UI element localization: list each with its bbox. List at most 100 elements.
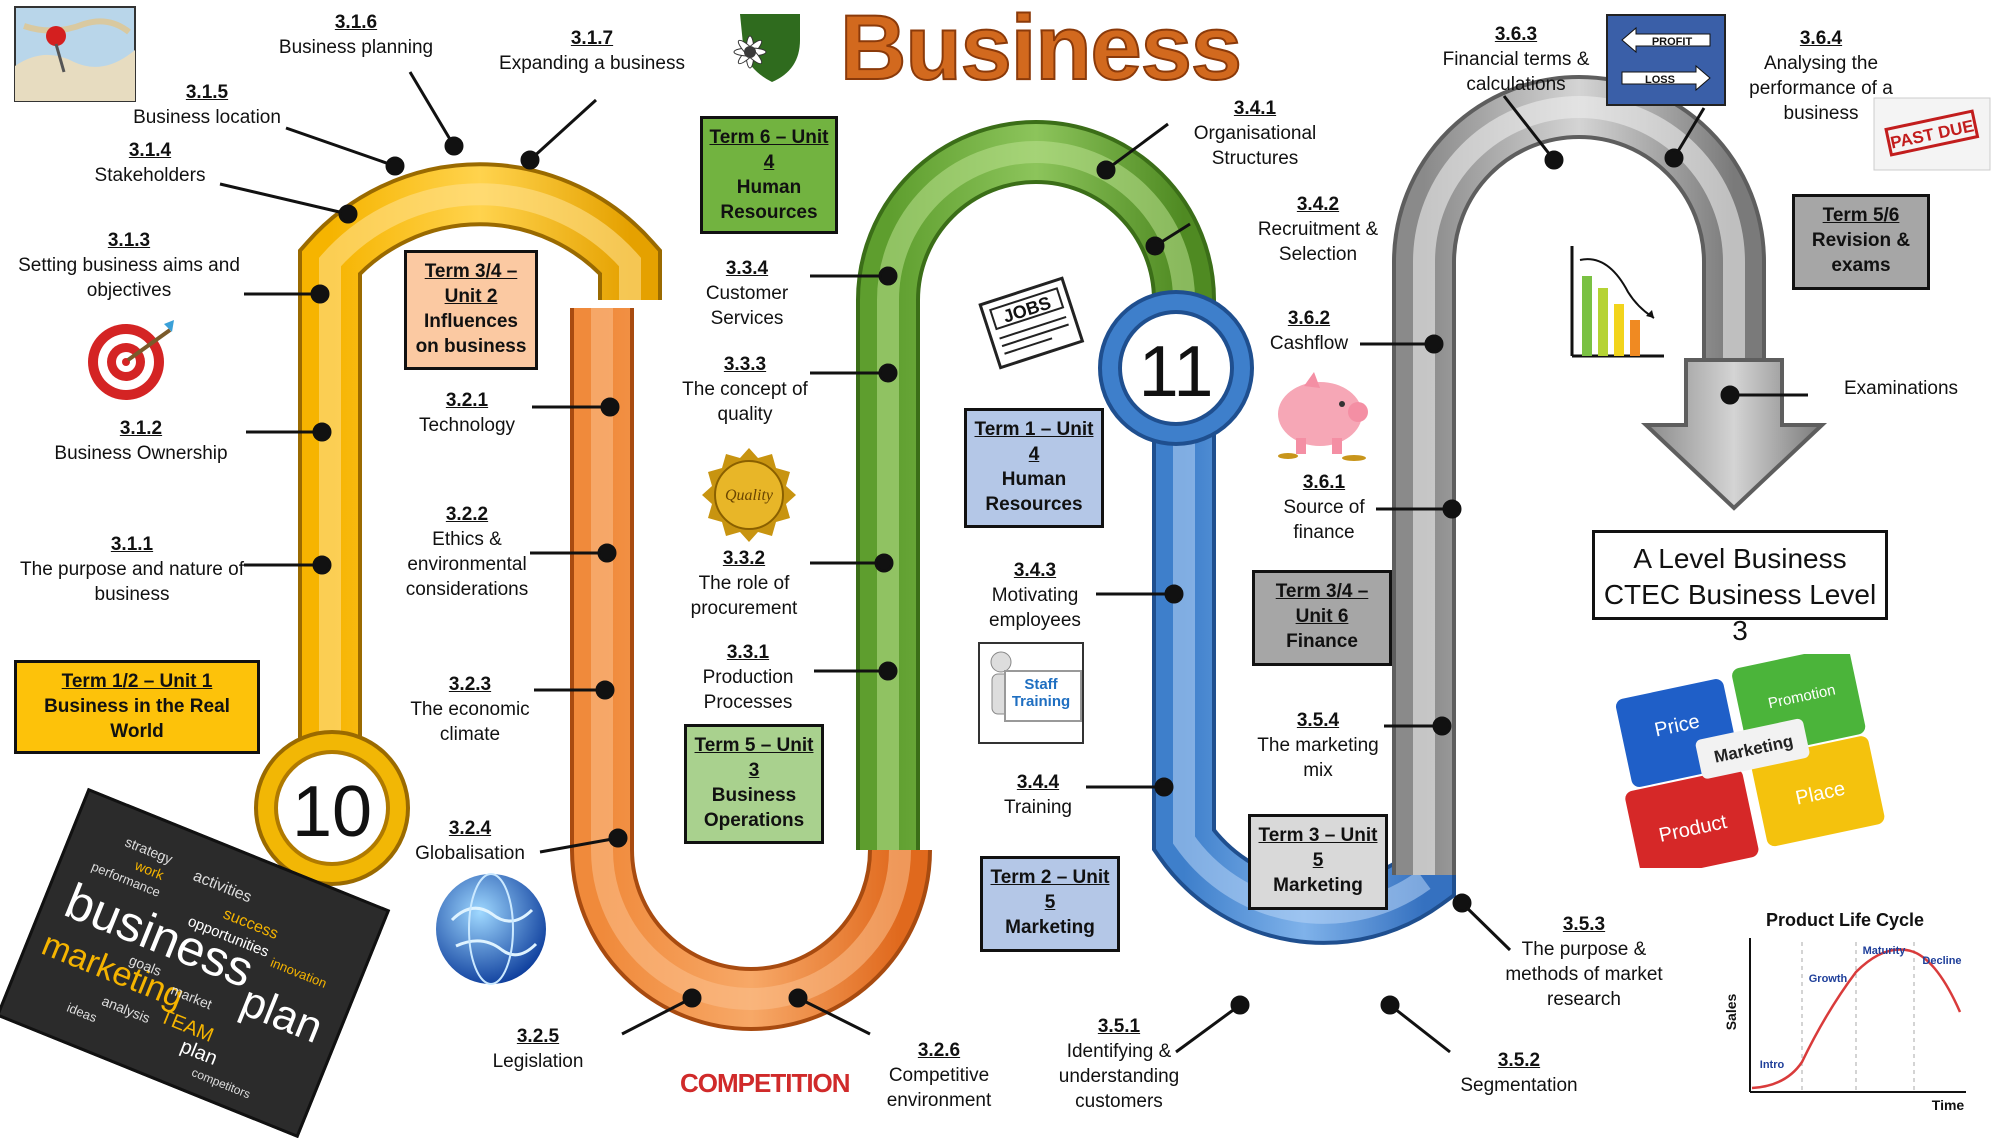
year11-number: 11 [1139, 332, 1214, 412]
dot-3-5-2 [1380, 995, 1400, 1015]
dot-3-6-3 [1544, 150, 1564, 170]
dot-3-4-3 [1164, 584, 1184, 604]
wordcloud-word-competitors: competitors [189, 1065, 253, 1102]
dot-3-4-1 [1096, 160, 1116, 180]
dot-3-3-3 [878, 363, 898, 383]
school-crest-icon [733, 14, 800, 82]
dot-3-2-5 [682, 988, 702, 1008]
dot-3-2-3 [595, 680, 615, 700]
dot-3-1-2 [312, 422, 332, 442]
dot-3-4-2 [1145, 236, 1165, 256]
plc-stage-decline: Decline [1922, 955, 1961, 967]
dot-3-4-4 [1154, 777, 1174, 797]
dot-3-1-3 [310, 284, 330, 304]
year11-circle [1098, 290, 1254, 446]
year10-circle [254, 730, 410, 886]
globe-icon [436, 873, 546, 985]
past-due-stamp-icon: PAST DUE [1873, 97, 1991, 171]
plc-title: Product Life Cycle [1766, 910, 1924, 930]
plc-stage-maturity: Maturity [1863, 945, 1907, 957]
wordcloud-word-plan-small: plan [177, 1035, 221, 1070]
qualification-box: A Level Business CTEC Business Level 3 [1592, 530, 1888, 646]
dot-3-6-2 [1424, 334, 1444, 354]
staff-training-text: Staff Training [1011, 676, 1071, 710]
quality-seal-icon: Quality [702, 448, 796, 542]
qualification-line2: CTEC Business Level 3 [1603, 579, 1877, 646]
jobs-newspaper-icon: JOBS [978, 276, 1085, 370]
dot-3-1-7 [520, 150, 540, 170]
dot-3-2-1 [600, 397, 620, 417]
plc-xlabel: Time [1932, 1097, 1965, 1113]
dot-3-5-3 [1452, 893, 1472, 913]
dot-3-3-4 [878, 266, 898, 286]
profit-loss-sign-icon: PROFIT LOSS [1606, 14, 1726, 106]
dot-3-3-2 [874, 553, 894, 573]
road-grey [1392, 75, 1828, 875]
dot-3-1-1 [312, 555, 332, 575]
piggy-bank-icon [1278, 372, 1368, 461]
plc-ylabel: Sales [1723, 993, 1739, 1030]
dot-3-2-4 [608, 828, 628, 848]
topic-examinations: Examinations [1843, 378, 1959, 399]
bar-chart-icon [1570, 246, 1664, 358]
map-location-icon [14, 6, 136, 102]
competition-icon: COMPETITION [680, 1068, 851, 1120]
dot-3-5-1 [1230, 995, 1250, 1015]
wordcloud-word-activities: activities [190, 867, 254, 907]
dot-3-1-6 [444, 136, 464, 156]
staff-training-icon: Staff Training [978, 642, 1084, 744]
quality-seal-text: Quality [725, 487, 774, 504]
plc-stage-growth: Growth [1809, 973, 1848, 985]
page-title: Business [839, 0, 1243, 100]
dot-3-5-4 [1432, 716, 1452, 736]
plc-stage-intro: Intro [1760, 1059, 1785, 1071]
year10-number: 10 [292, 772, 372, 852]
dot-examinations [1720, 385, 1740, 405]
loss-text: LOSS [1645, 74, 1675, 86]
dot-3-6-4 [1664, 148, 1684, 168]
product-life-cycle-chart: Product Life Cycle Sales Time Intro Grow… [1716, 902, 1974, 1116]
dot-3-2-2 [597, 543, 617, 563]
dot-3-1-5 [385, 156, 405, 176]
profit-text: PROFIT [1652, 36, 1693, 48]
road-orange [570, 308, 932, 1031]
examinations-arrow [1640, 358, 1828, 511]
target-icon [88, 320, 174, 400]
qualification-line1: A Level Business [1633, 543, 1847, 574]
dot-3-6-1 [1442, 499, 1462, 519]
